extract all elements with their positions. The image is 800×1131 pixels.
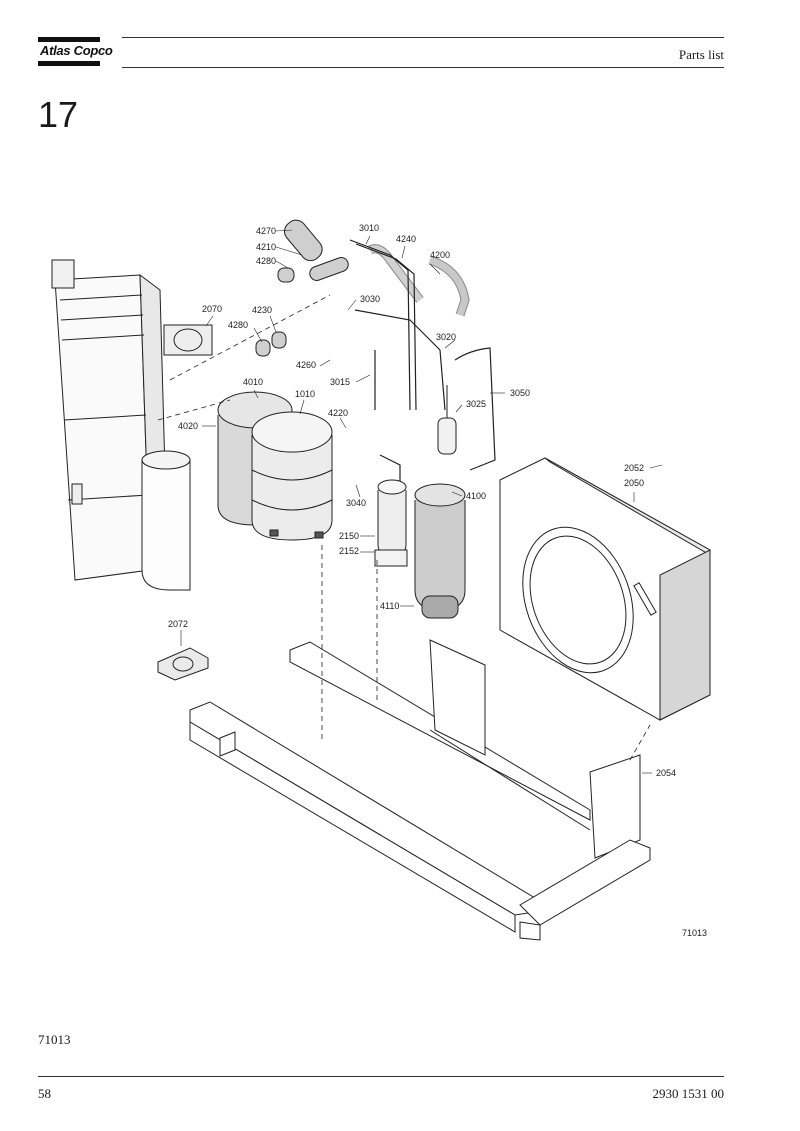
callout-3030: 3030 — [360, 294, 380, 304]
page-number: 58 — [38, 1086, 51, 1101]
callout-3050: 3050 — [510, 388, 530, 398]
callout-4020: 4020 — [178, 421, 198, 431]
logo-bar-top — [38, 37, 100, 42]
callout-4280-top: 4280 — [256, 256, 276, 266]
logo-bar-bottom — [38, 61, 100, 66]
bracket-drawing — [163, 324, 213, 356]
callout-4260: 4260 — [296, 360, 316, 370]
fan-unit-drawing — [499, 457, 711, 721]
callout-3040: 3040 — [346, 498, 366, 508]
footer-rule — [38, 1076, 724, 1077]
diagram-figure-id: 71013 — [682, 928, 707, 938]
brand-logo: Atlas Copco — [40, 43, 113, 58]
air-duct-drawing — [141, 450, 191, 591]
accumulator-drawing — [374, 479, 408, 567]
hoses-drawing — [255, 219, 470, 357]
exploded-view-diagram: 4270 3010 4240 4210 4200 4280 3030 2070 … — [51, 219, 711, 941]
assembly-lines — [157, 294, 651, 761]
callout-2054: 2054 — [656, 768, 676, 778]
callout-3015: 3015 — [330, 377, 350, 387]
callout-2050: 2050 — [624, 478, 644, 488]
callout-3010: 3010 — [359, 223, 379, 233]
section-number: 17 — [38, 94, 79, 135]
callout-2152: 2152 — [339, 546, 359, 556]
receiver-drawing — [414, 483, 466, 619]
figure-reference: 71013 — [38, 1032, 71, 1047]
compressor-drawing — [251, 411, 333, 541]
callout-4010: 4010 — [243, 377, 263, 387]
callout-4100: 4100 — [466, 491, 486, 501]
leader-lines — [180, 229, 663, 774]
callout-4270: 4270 — [256, 226, 276, 236]
callout-4200: 4200 — [430, 250, 450, 260]
callout-labels: 4270 3010 4240 4210 4200 4280 3030 2070 … — [168, 223, 707, 938]
callout-4240: 4240 — [396, 234, 416, 244]
header-rule-bottom — [122, 67, 724, 68]
pipes-drawing — [349, 239, 496, 500]
header-rule-top — [122, 37, 724, 38]
callout-4210: 4210 — [256, 242, 276, 252]
callout-2072: 2072 — [168, 619, 188, 629]
callout-4230: 4230 — [252, 305, 272, 315]
document-number: 2930 1531 00 — [652, 1086, 725, 1101]
callout-3025: 3025 — [466, 399, 486, 409]
callout-4110: 4110 — [380, 601, 399, 611]
callout-2052: 2052 — [624, 463, 644, 473]
callout-4280-bottom: 4280 — [228, 320, 248, 330]
filter-drier-drawing — [437, 385, 457, 455]
header-title: Parts list — [678, 47, 724, 62]
callout-2070: 2070 — [202, 304, 222, 314]
callout-1010: 1010 — [295, 389, 315, 399]
callout-4220: 4220 — [328, 408, 348, 418]
callout-2150: 2150 — [339, 531, 359, 541]
callout-3020: 3020 — [436, 332, 456, 342]
frame-drawing — [189, 639, 651, 941]
bracket-2072-drawing — [157, 647, 209, 681]
